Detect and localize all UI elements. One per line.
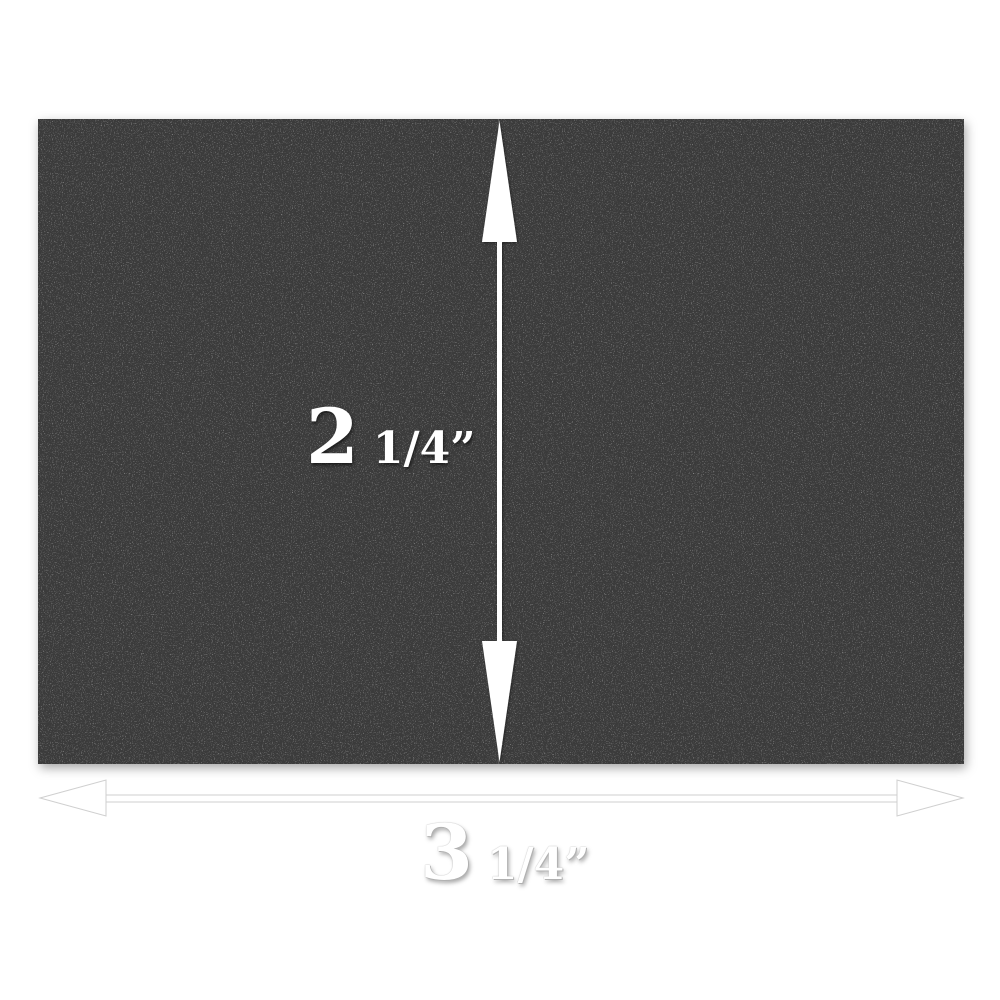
fold-line [498,119,499,764]
width-whole: 3 [420,808,473,897]
height-whole: 2 [306,392,359,481]
card-texture [38,119,964,764]
black-card-diagram [38,119,964,764]
height-fraction: 1/4” [372,423,476,474]
width-fraction: 1/4” [486,839,590,890]
height-dimension-label: 2 1/4” [306,392,476,481]
width-dimension-label: 3 1/4” [420,808,590,897]
